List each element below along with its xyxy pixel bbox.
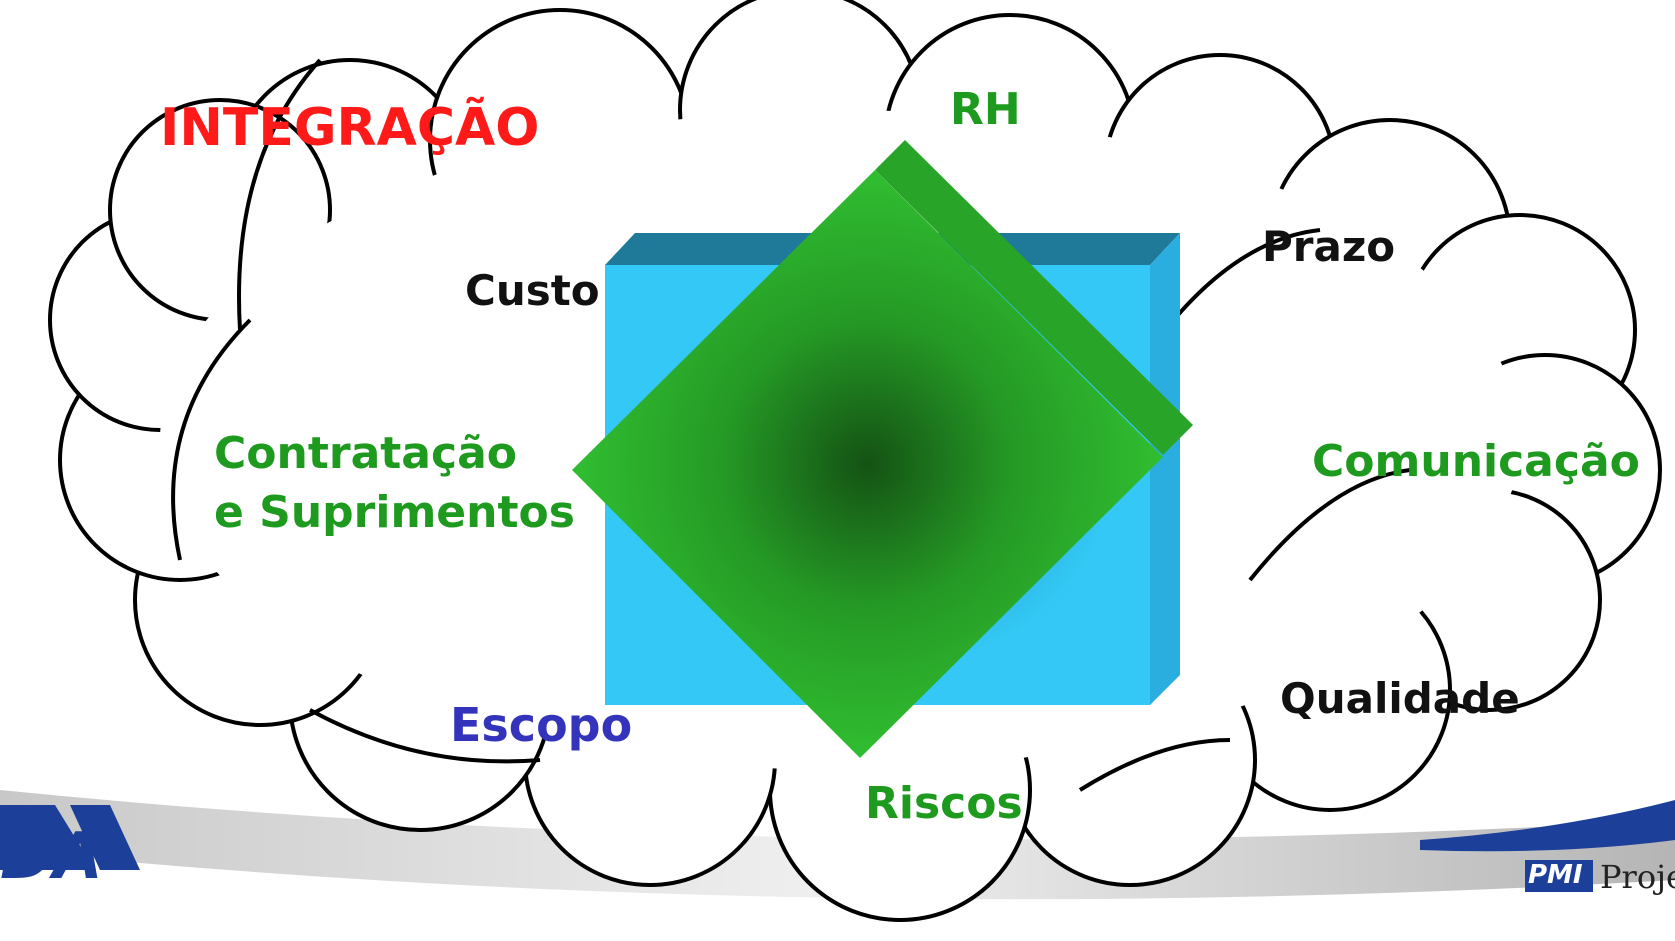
label-rh: RH	[950, 84, 1021, 135]
label-custo: Custo	[465, 266, 600, 315]
label-riscos: Riscos	[865, 778, 1023, 829]
green-diamond	[572, 140, 1193, 758]
bottom-swoosh-edge	[1420, 800, 1675, 852]
label-qualidade: Qualidade	[1280, 674, 1520, 723]
label-comunicacao: Comunicação	[1312, 436, 1640, 487]
pmi-logo-mark: PMI	[1528, 860, 1583, 890]
label-prazo: Prazo	[1262, 222, 1396, 271]
pmi-logo	[1525, 860, 1593, 892]
left-logo-text: DA	[0, 820, 103, 894]
label-contratacao-2: e Suprimentos	[214, 487, 575, 538]
diagram-title: INTEGRAÇÃO	[160, 98, 540, 158]
left-logo	[0, 805, 140, 870]
label-escopo: Escopo	[450, 698, 633, 752]
label-contratacao-1: Contratação	[214, 428, 517, 479]
pmi-logo-text: Proje	[1600, 858, 1675, 896]
